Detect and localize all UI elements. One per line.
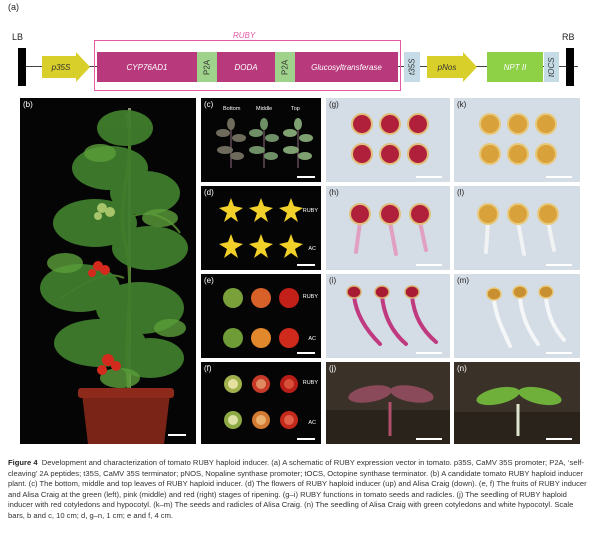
panel-k-scalebar (546, 176, 572, 178)
panel-j-label: (j) (329, 364, 337, 373)
panel-g-scalebar (416, 176, 442, 178)
panel-f-ruby-label: RUBY (302, 380, 318, 386)
panel-i-label: (i) (329, 276, 337, 285)
lb-bar (18, 48, 26, 86)
panel-d-label: (d) (204, 188, 214, 197)
panel-l-label: (l) (457, 188, 465, 197)
panel-f-ac-label: AC (308, 420, 316, 426)
ac-radicles-l-illustration (477, 203, 559, 256)
tomato-plant-illustration (40, 108, 188, 444)
panel-c-top-label: Top (291, 106, 300, 112)
ruby-radicles-h-illustration (349, 203, 431, 256)
panel-e-ruby-label: RUBY (302, 294, 318, 300)
glucosyltransferase-block: Glucosyltransferase (295, 52, 398, 82)
panel-j-photo: (j) (326, 362, 450, 444)
p35s-arrow (42, 52, 90, 82)
ruby-radicles-i-illustration (346, 285, 438, 346)
sliced-fruits-illustration (224, 375, 298, 429)
ac-radicles-m-illustration (486, 285, 566, 348)
leaves-illustration (216, 118, 313, 168)
panel-c-scalebar (297, 176, 315, 178)
panel-c-label: (c) (204, 100, 214, 109)
flowers-illustration (219, 198, 303, 258)
pnos-arrow (427, 52, 477, 82)
lb-label: LB (12, 32, 24, 42)
panel-c-bottom-label: Bottom (223, 106, 241, 112)
p2a-block-2: P2A (275, 52, 295, 82)
panel-d-photo: (d) RUBY AC (201, 186, 321, 270)
panel-n-label: (n) (457, 364, 467, 373)
panel-b-label: (b) (23, 100, 33, 109)
panel-b-scalebar (168, 434, 186, 436)
panel-l-photo: (l) (454, 186, 580, 270)
panel-m-photo: (m) (454, 274, 580, 358)
figure-caption: Figure 4 Development and characterizatio… (8, 458, 592, 521)
panel-f-photo: (f) RUBY AC (201, 362, 321, 444)
panel-e-label: (e) (204, 276, 214, 285)
p2a-block-1: P2A (197, 52, 217, 82)
fruits-illustration (223, 288, 299, 348)
panel-d-scalebar (297, 264, 315, 266)
panel-f-label: (f) (204, 364, 212, 373)
ruby-box-label: RUBY (233, 31, 256, 40)
ruby-seeds-illustration (351, 113, 429, 165)
panel-m-label: (m) (457, 276, 469, 285)
nptii-block: NPT II (487, 52, 543, 82)
ac-seeds-illustration (479, 113, 557, 165)
panel-f-scalebar (297, 438, 315, 440)
panel-n-scalebar (546, 438, 572, 440)
rb-label: RB (562, 32, 575, 42)
cyp76ad1-block: CYP76AD1 (97, 52, 197, 82)
panel-n-photo: (n) (454, 362, 580, 444)
panel-d-ac-label: AC (308, 246, 316, 252)
panel-c-photo: (c) Bottom Middle Top (201, 98, 321, 182)
p35s-label: p35S (51, 62, 71, 72)
panel-i-photo: (i) (326, 274, 450, 358)
t35s-block: t35S (404, 52, 420, 82)
ruby-box (94, 40, 401, 91)
panel-i-scalebar (416, 352, 442, 354)
panel-e-ac-label: AC (308, 336, 316, 342)
caption-title: Figure 4 (8, 458, 38, 467)
panel-c-middle-label: Middle (256, 106, 273, 112)
panel-h-photo: (h) (326, 186, 450, 270)
panel-d-ruby-label: RUBY (302, 208, 318, 214)
panel-a-label: (a) (8, 2, 19, 12)
panel-e-scalebar (297, 352, 315, 354)
caption-text: Development and characterization of toma… (8, 458, 587, 520)
panel-b-photo: (b) (20, 98, 196, 444)
doda-block: DODA (217, 52, 275, 82)
panel-m-scalebar (546, 352, 572, 354)
panel-g-photo: (g) (326, 98, 450, 182)
panel-l-scalebar (546, 264, 572, 266)
panel-k-photo: (k) (454, 98, 580, 182)
panel-k-label: (k) (457, 100, 467, 109)
ruby-seedling-illustration (326, 385, 450, 444)
rb-bar (566, 48, 574, 86)
panel-g-label: (g) (329, 100, 339, 109)
panel-j-scalebar (416, 438, 442, 440)
tocs-block: tOCS (544, 52, 559, 82)
panel-e-photo: (e) RUBY AC (201, 274, 321, 358)
pnos-label: pNos (437, 62, 457, 72)
ac-seedling-illustration (454, 386, 580, 444)
panel-h-scalebar (416, 264, 442, 266)
panel-h-label: (h) (329, 188, 339, 197)
